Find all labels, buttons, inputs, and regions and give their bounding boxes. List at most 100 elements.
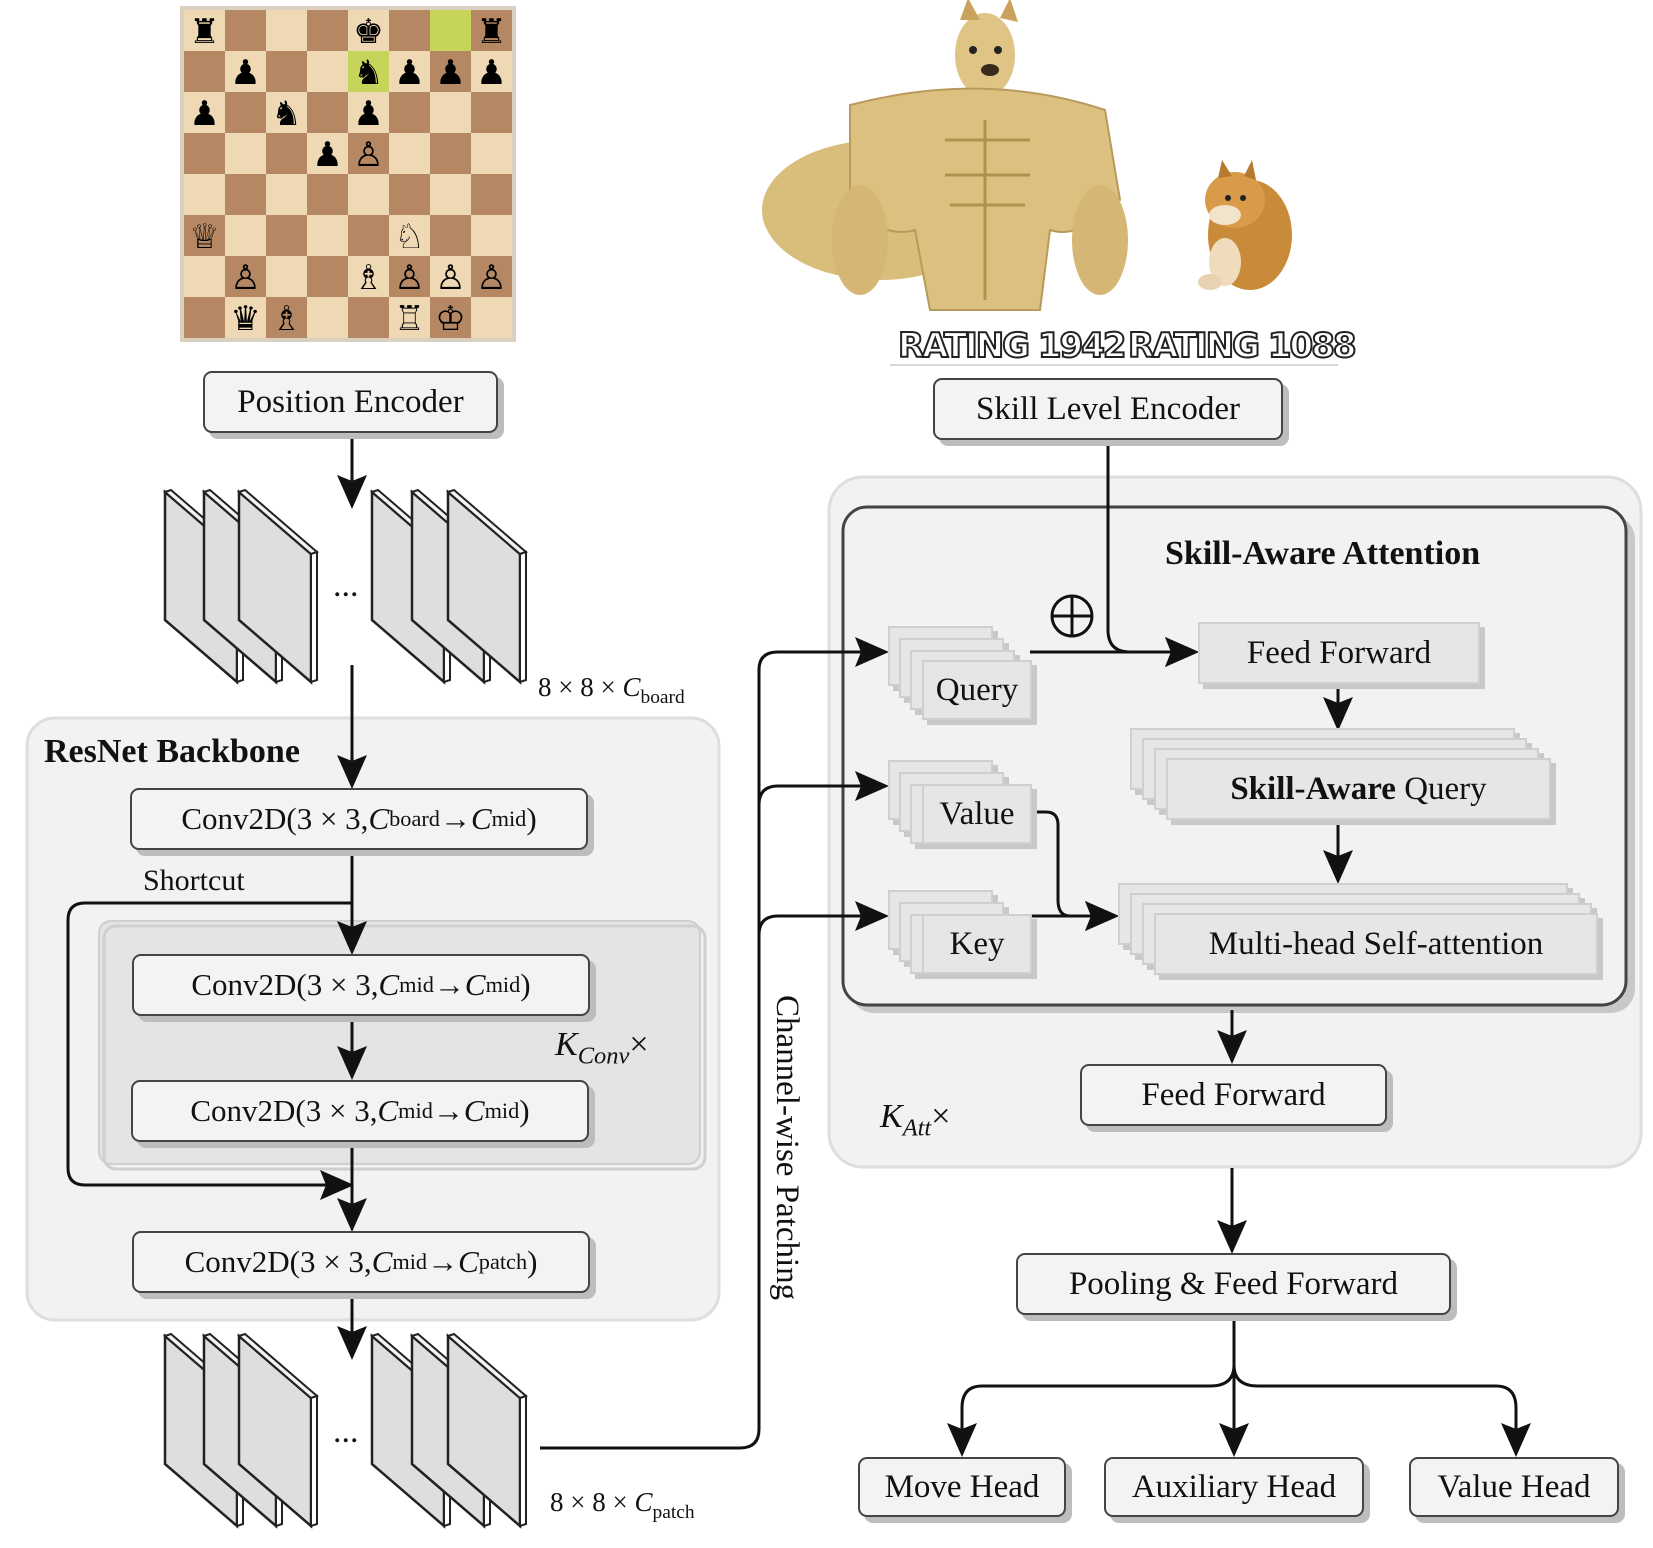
board-square xyxy=(471,174,512,215)
board-square xyxy=(307,297,348,338)
board-square xyxy=(266,133,307,174)
patching-path xyxy=(540,637,889,1450)
board-square xyxy=(430,51,471,92)
board-square xyxy=(266,256,307,297)
feature-maps-bottom xyxy=(163,1332,528,1529)
chess-piece: ♙ xyxy=(230,258,260,298)
board-square xyxy=(225,256,266,297)
board-square xyxy=(184,10,225,51)
chess-piece: ♜ xyxy=(189,12,219,52)
board-square xyxy=(225,297,266,338)
chess-piece: ♗ xyxy=(271,299,301,339)
board-square xyxy=(389,174,430,215)
skill-aware-query-box: Skill-Aware Query xyxy=(1166,758,1551,820)
skill-aware-query-bold: Skill-Aware xyxy=(1230,770,1396,807)
board-square xyxy=(266,51,307,92)
chess-piece: ♗ xyxy=(353,258,383,298)
rating-left: RATING 1942 xyxy=(897,325,1128,367)
oplus-text: ⊕ xyxy=(1052,594,1053,595)
board-square xyxy=(266,215,307,256)
board-square xyxy=(184,51,225,92)
board-square xyxy=(389,10,430,51)
board-square xyxy=(307,133,348,174)
board-square xyxy=(389,133,430,174)
board-square xyxy=(389,256,430,297)
mhsa-box: Multi-head Self-attention xyxy=(1154,913,1598,975)
skill-level-encoder-box: Skill Level Encoder xyxy=(933,378,1283,440)
auxiliary-head-box: Auxiliary Head xyxy=(1104,1457,1364,1517)
chess-piece: ♙ xyxy=(435,258,465,298)
feature-maps-top xyxy=(163,488,528,685)
chess-piece: ♔ xyxy=(435,299,465,339)
board-square xyxy=(225,174,266,215)
key-card: Key xyxy=(922,914,1032,974)
chess-piece: ♞ xyxy=(353,53,383,93)
board-square xyxy=(225,133,266,174)
skill-aware-attention-title: Skill-Aware Attention xyxy=(1165,535,1481,572)
board-square xyxy=(184,256,225,297)
chess-piece: ♚ xyxy=(353,12,383,52)
board-square xyxy=(307,51,348,92)
chessboard: ♜♚♜♟♞♟♟♟♟♞♟♟♙♕♘♙♗♙♙♙♛♗♖♔ xyxy=(180,6,516,342)
board-square xyxy=(430,133,471,174)
chess-piece: ♘ xyxy=(394,217,424,257)
board-square xyxy=(389,297,430,338)
inner-feed-forward-box: Feed Forward xyxy=(1198,622,1480,684)
board-square xyxy=(184,215,225,256)
board-square xyxy=(225,92,266,133)
board-square xyxy=(348,51,389,92)
board-square xyxy=(225,10,266,51)
board-square xyxy=(266,297,307,338)
board-square xyxy=(225,51,266,92)
board-square xyxy=(348,174,389,215)
board-square xyxy=(471,256,512,297)
chess-piece: ♖ xyxy=(394,299,424,339)
board-square xyxy=(184,92,225,133)
board-square xyxy=(430,10,471,51)
value-label: Value xyxy=(939,795,1015,832)
k-att-repeat-label: KAtt× xyxy=(880,1098,951,1142)
board-square xyxy=(348,215,389,256)
board-square xyxy=(184,133,225,174)
board-square xyxy=(389,51,430,92)
k-conv-repeat-label: KConv× xyxy=(555,1026,649,1070)
mhsa-label: Multi-head Self-attention xyxy=(1208,925,1544,962)
chess-piece: ♙ xyxy=(476,258,506,298)
ellipsis-top: ... xyxy=(333,567,359,604)
board-square xyxy=(307,10,348,51)
channel-wise-patching-label: Channel-wise Patching xyxy=(769,995,805,1301)
query-label: Query xyxy=(935,671,1019,708)
ellipsis-bottom: ... xyxy=(333,1413,359,1450)
shortcut-label: Shortcut xyxy=(143,864,245,897)
board-square xyxy=(471,10,512,51)
board-square xyxy=(307,256,348,297)
chess-piece: ♟ xyxy=(312,135,342,175)
board-square xyxy=(184,297,225,338)
value-card: Value xyxy=(922,784,1032,844)
board-square xyxy=(471,133,512,174)
board-square xyxy=(266,92,307,133)
chess-piece: ♙ xyxy=(353,135,383,175)
shortcut-path xyxy=(66,901,354,1200)
value-head-box: Value Head xyxy=(1409,1457,1619,1517)
chess-piece: ♟ xyxy=(230,53,260,93)
heads-fanout xyxy=(962,1314,1236,1453)
key-label: Key xyxy=(949,925,1005,962)
board-square xyxy=(348,92,389,133)
chess-piece: ♟ xyxy=(189,94,219,134)
board-square xyxy=(389,92,430,133)
move-head-box: Move Head xyxy=(858,1457,1066,1517)
rating-right: RATING 1088 xyxy=(1127,325,1358,367)
skill-aware-query-rest: Query xyxy=(1395,770,1487,807)
query-card: Query xyxy=(922,660,1032,720)
chess-piece: ♟ xyxy=(435,53,465,93)
inner-feed-forward-label: Feed Forward xyxy=(1246,634,1432,671)
pooling-feed-forward-box: Pooling & Feed Forward xyxy=(1016,1253,1451,1315)
board-square xyxy=(430,256,471,297)
board-square xyxy=(307,92,348,133)
board-square xyxy=(348,133,389,174)
chess-piece: ♟ xyxy=(353,94,383,134)
board-square xyxy=(471,215,512,256)
